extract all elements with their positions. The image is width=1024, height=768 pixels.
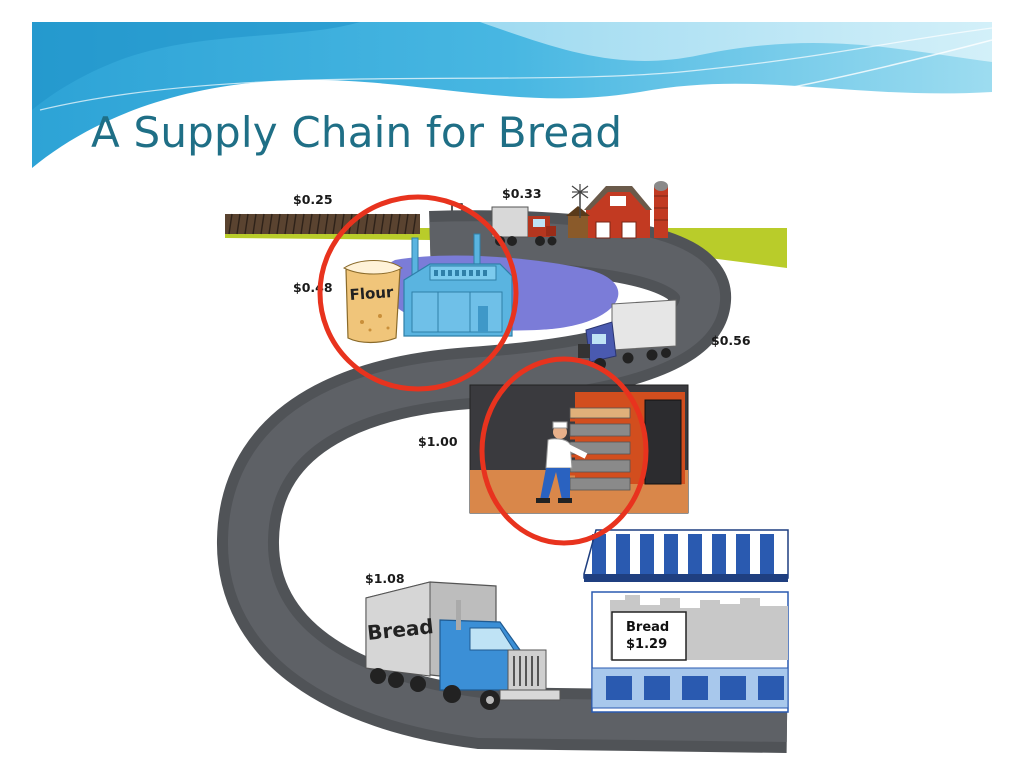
highlight-circle-bakery xyxy=(479,356,649,546)
farm-truck-icon xyxy=(491,206,557,246)
bakery-scene xyxy=(469,384,689,514)
store-building xyxy=(583,529,789,713)
price-farm-truck: $0.33 xyxy=(502,186,542,201)
price-field: $0.25 xyxy=(293,192,333,207)
flour-sack-icon xyxy=(342,260,403,344)
header-wave-banner xyxy=(32,22,993,168)
price-flour-mill: $0.48 xyxy=(293,280,333,295)
highlight-circle-flour-mill xyxy=(317,194,519,392)
price-truck-to-bakery: $0.56 xyxy=(711,333,751,348)
flour-sack-label: Flour xyxy=(349,283,395,304)
price-delivery-truck: $1.08 xyxy=(365,571,405,586)
flour-mill xyxy=(381,233,619,337)
store-sign-name: Bread xyxy=(626,620,669,635)
slide-title: A Supply Chain for Bread xyxy=(91,108,623,157)
semi-truck-icon xyxy=(578,299,677,370)
store-sign-price: $1.29 xyxy=(626,637,667,652)
barn-icon xyxy=(566,181,668,239)
price-bakery: $1.00 xyxy=(418,434,458,449)
delivery-truck-icon xyxy=(365,581,561,710)
plowed-field xyxy=(225,213,420,235)
